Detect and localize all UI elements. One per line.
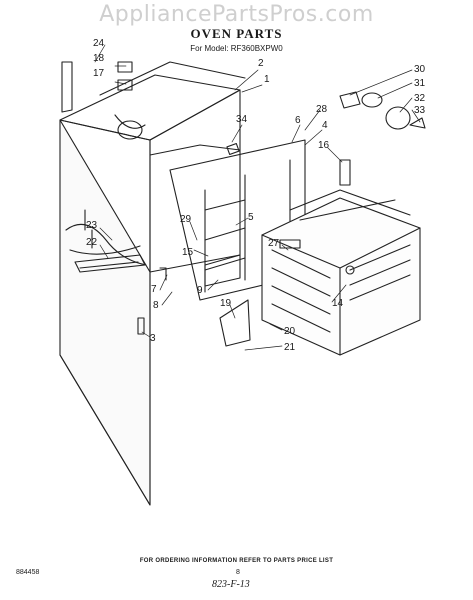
leveling-leg [137,317,145,335]
foot-upper [117,61,133,73]
plate-part [204,254,241,287]
callout-27: 27 [268,238,280,249]
callout-1: 1 [264,74,270,85]
diagram-title: OVEN PARTS [190,26,283,41]
callout-8: 8 [153,300,159,311]
callout-4: 4 [322,120,328,131]
callout-16: 16 [318,140,330,151]
callout-21: 21 [284,342,296,353]
callout-18: 18 [93,53,105,64]
callout-2: 2 [258,58,264,69]
callout-19: 19 [220,298,232,309]
oven-light-assembly [339,91,426,130]
callout-32: 32 [414,93,426,104]
callout-31: 31 [414,78,426,89]
callout-6: 6 [295,115,301,126]
handwritten-annotation: 823-F-13 [212,579,250,590]
callout-23: 23 [86,220,98,231]
callout-29: 29 [180,214,192,225]
oven-cavity [261,189,421,356]
callout-15: 15 [182,247,194,258]
callout-3: 3 [150,333,156,344]
ordering-note: FOR ORDERING INFORMATION REFER TO PARTS … [139,558,334,564]
callout-22: 22 [86,237,98,248]
callout-5: 5 [248,212,254,223]
callout-33: 33 [414,105,426,116]
callout-7: 7 [151,284,157,295]
callout-24: 24 [93,38,105,49]
page-number: 8 [236,569,240,576]
document-number: 884458 [16,569,40,576]
callout-labels: 24 2 1 18 17 34 28 6 4 16 30 31 32 33 29… [86,38,426,353]
callout-20: 20 [284,326,296,337]
rear-bracket [61,61,73,113]
callout-14: 14 [332,298,344,309]
site-watermark: AppliancePartsPros.com [99,2,374,27]
tube-part [339,159,351,186]
callout-30: 30 [414,64,426,75]
oven-cabinet [59,61,246,506]
foot-lower [117,79,133,91]
model-subtitle: For Model: RF360BXPW0 [190,44,283,53]
screw-part [159,267,167,281]
lower-bracket [219,299,251,347]
callout-28: 28 [316,104,328,115]
callout-34: 34 [236,114,248,125]
callout-9: 9 [197,285,203,296]
leader-lines [94,44,421,351]
callout-17: 17 [93,68,105,79]
